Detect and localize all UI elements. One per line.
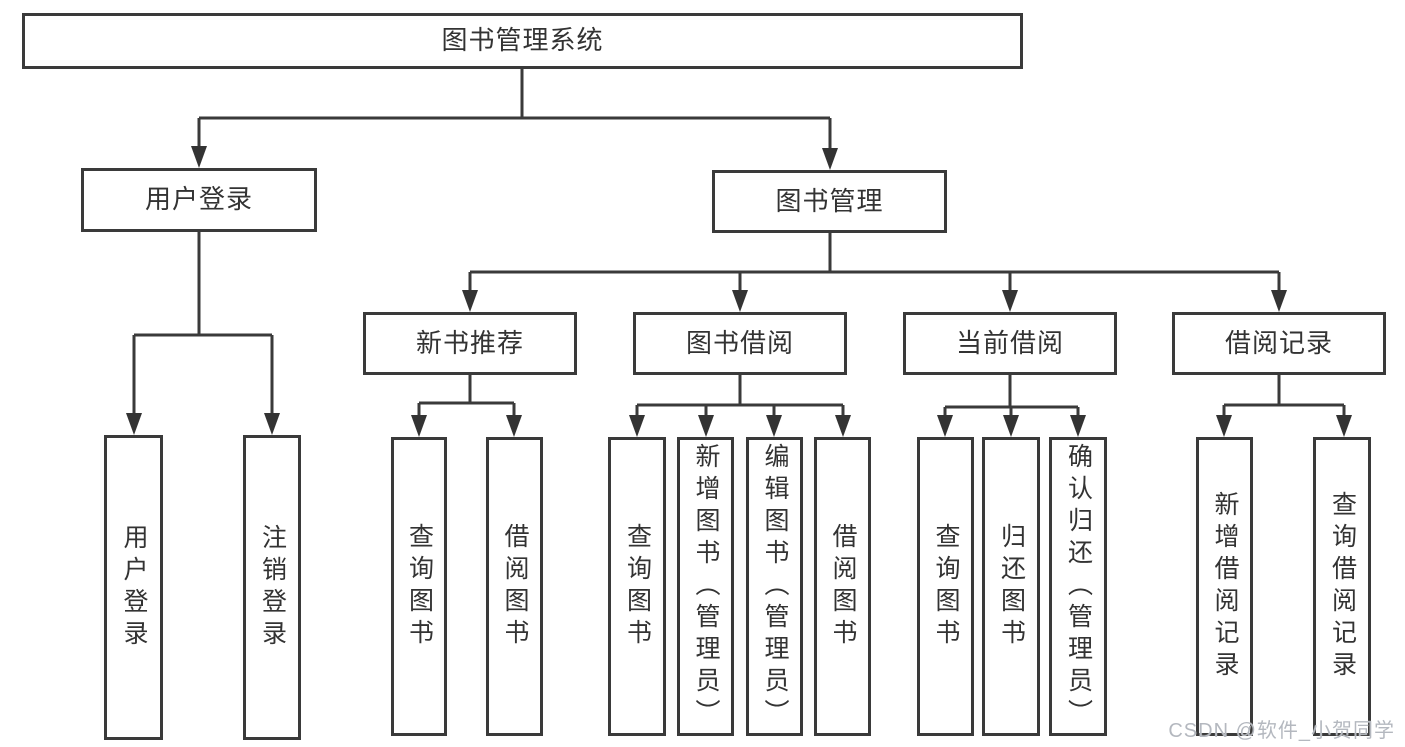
connector-currentborrow-to-leaves (943, 375, 1080, 421)
node-book-borrow: 图书借阅 (633, 312, 847, 375)
node-current-borrow: 当前借阅 (903, 312, 1117, 375)
node-label: 图书借阅 (685, 327, 794, 358)
node-label: 借阅图书 (829, 522, 857, 651)
connector-root-to-level2 (197, 69, 832, 152)
connector-userlogin-to-leaves (132, 232, 274, 417)
node-label: 借阅图书 (501, 522, 529, 651)
connector-newbook-to-leaves (417, 375, 516, 421)
node-leaf-query-books: 查询图书 (391, 437, 447, 736)
node-label: 查询图书 (623, 522, 652, 651)
node-label: 借阅记录 (1224, 327, 1333, 358)
node-label: 用户登录 (144, 184, 253, 215)
node-label: 查询借阅记录 (1328, 490, 1357, 683)
node-label: 图书管理 (775, 185, 884, 216)
node-label: 当前借阅 (955, 327, 1064, 358)
node-leaf-edit-book-admin: 编辑图书（管理员） (746, 437, 803, 736)
node-leaf-query-books: 查询图书 (917, 437, 974, 736)
node-leaf-logout: 注销登录 (243, 435, 301, 740)
connector-borrowrecords-to-leaves (1222, 375, 1346, 421)
node-borrow-records: 借阅记录 (1172, 312, 1386, 375)
connector-bookborrow-to-leaves (635, 375, 845, 421)
node-leaf-borrow-book: 借阅图书 (486, 437, 543, 736)
node-label: 注销登录 (258, 523, 287, 652)
node-label: 新增图书（管理员） (692, 442, 720, 731)
arrowhead-icons (126, 146, 1352, 437)
node-label: 查询图书 (405, 522, 434, 651)
node-leaf-borrow-book: 借阅图书 (814, 437, 871, 736)
node-label: 确认归还（管理员） (1064, 442, 1093, 731)
node-label: 新增借阅记录 (1211, 490, 1239, 683)
node-book-management: 图书管理 (712, 170, 947, 233)
node-new-book-recommend: 新书推荐 (363, 312, 577, 375)
node-label: 归还图书 (997, 522, 1026, 651)
node-leaf-return-book: 归还图书 (982, 437, 1040, 736)
node-label: 图书管理系统 (441, 25, 604, 56)
node-root: 图书管理系统 (22, 13, 1023, 69)
node-label: 用户登录 (120, 523, 148, 652)
node-leaf-user-login: 用户登录 (104, 435, 163, 740)
watermark: CSDN @软件_小贺同学 (1168, 720, 1395, 742)
node-label: 编辑图书（管理员） (761, 442, 789, 731)
connector-bookmgmt-to-level3 (468, 233, 1281, 296)
node-user-login: 用户登录 (81, 168, 317, 232)
node-leaf-add-book-admin: 新增图书（管理员） (677, 437, 734, 736)
node-leaf-add-borrow-record: 新增借阅记录 (1196, 437, 1253, 736)
node-leaf-query-books: 查询图书 (608, 437, 666, 736)
node-leaf-confirm-return-admin: 确认归还（管理员） (1049, 437, 1107, 736)
node-label: 查询图书 (932, 522, 960, 651)
node-leaf-query-borrow-record: 查询借阅记录 (1313, 437, 1371, 736)
node-label: 新书推荐 (415, 327, 524, 358)
